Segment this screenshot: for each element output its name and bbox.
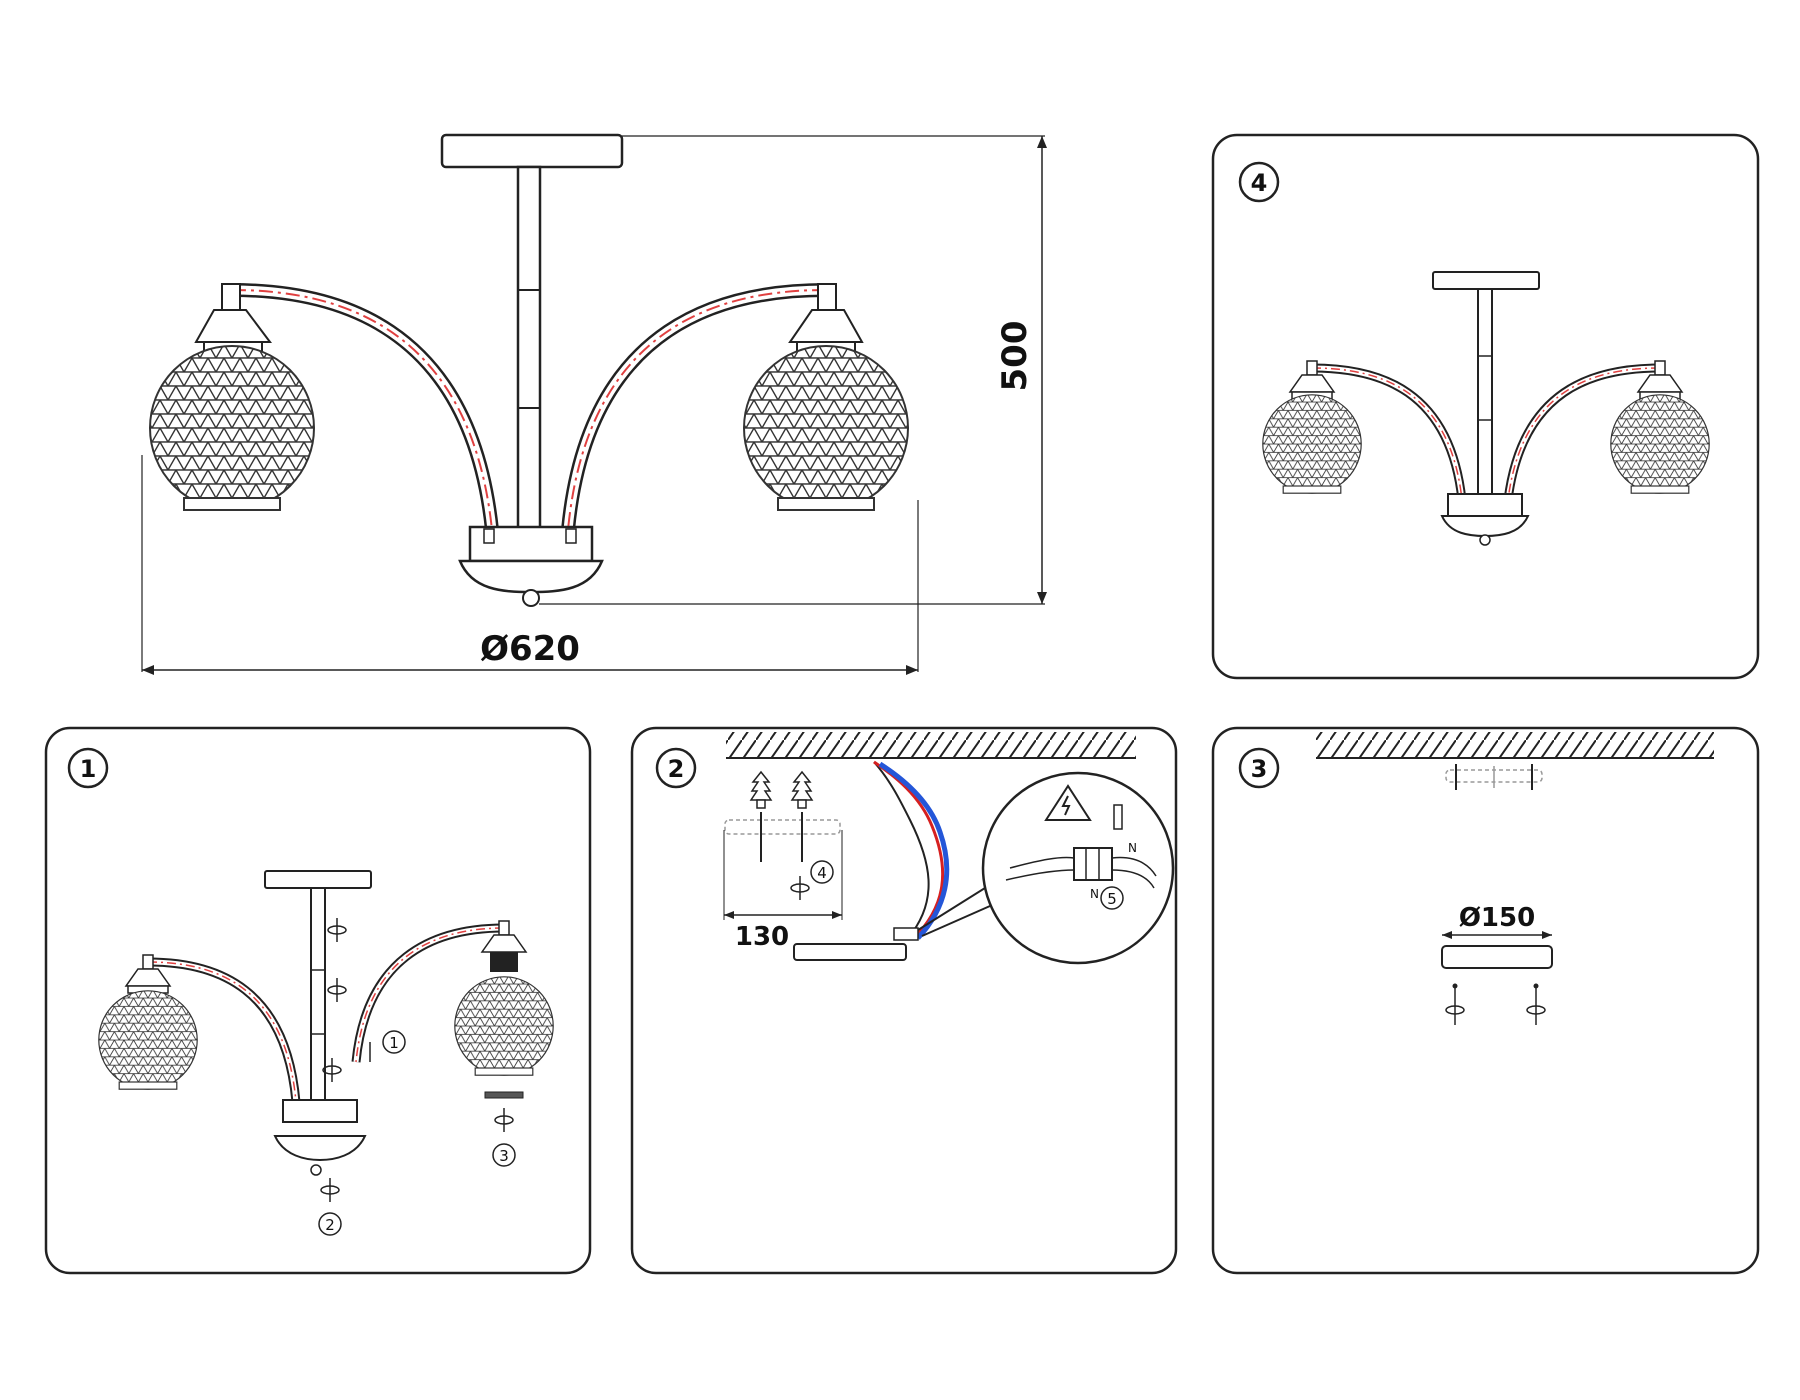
plate-diameter-label: Ø150 — [1459, 903, 1535, 933]
callout-number: 3 — [499, 1147, 509, 1165]
canopy — [440, 133, 624, 169]
wire-label-n: N — [1128, 841, 1137, 855]
callout-number: 5 — [1107, 890, 1117, 908]
callout-number: 4 — [817, 864, 827, 882]
rod — [516, 165, 542, 539]
panel-step-1: 1 3 1 — [44, 726, 592, 1275]
finial — [522, 589, 540, 607]
callout-number: 2 — [325, 1216, 335, 1234]
step-number: 3 — [1251, 755, 1268, 783]
mounting-plate — [1441, 945, 1553, 969]
panel-step-2: 2 4 130 — [630, 726, 1178, 1275]
panel-step-4: 4 — [1211, 133, 1760, 680]
step-number: 1 — [80, 755, 97, 783]
main-drawing: Ø620 500 — [141, 133, 1047, 675]
height-label: 500 — [995, 321, 1035, 392]
step-number: 2 — [668, 755, 685, 783]
step-badge — [1238, 161, 1280, 203]
wire-label-n: N — [1090, 887, 1099, 901]
step-badge — [655, 747, 697, 789]
callout-number: 1 — [389, 1034, 399, 1052]
panel-step-3: 3 Ø150 — [1211, 726, 1760, 1275]
hole-spacing-label: 130 — [735, 922, 789, 952]
step-number: 4 — [1251, 169, 1268, 197]
step-badge — [1238, 747, 1280, 789]
diameter-label: Ø620 — [480, 629, 580, 669]
base-bowl — [458, 559, 604, 594]
step-badge — [67, 747, 109, 789]
